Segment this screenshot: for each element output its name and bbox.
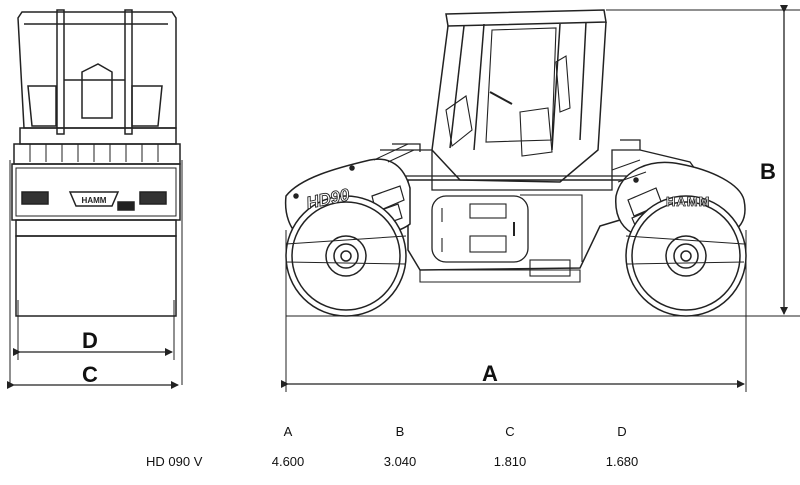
spec-value-row: HD 090 V 4.600 3.040 1.810 1.680 [130,454,670,472]
svg-text:HAMM: HAMM [82,196,107,205]
front-dimensions [7,348,179,389]
side-dimensions [281,5,788,388]
spec-value-b: 3.040 [383,454,417,469]
dimension-label-b: B [760,159,776,184]
dimension-label-d: D [82,328,98,353]
spec-value-d: 1.680 [605,454,639,469]
spec-header-d: D [617,424,627,439]
side-view [284,9,800,392]
spec-header-c: C [505,424,515,439]
spec-header-row: A B C D [130,424,670,442]
dimension-label-c: C [82,362,98,387]
spec-model-name: HD 090 V [146,454,203,469]
front-view: HAMM [9,9,183,385]
spec-value-a: 4.600 [271,454,305,469]
dimension-label-a: A [482,361,498,386]
brand-mark-front: HAMM [666,194,710,209]
spec-header-a: A [283,424,293,439]
spec-value-c: 1.810 [493,454,527,469]
spec-header-b: B [395,424,405,439]
